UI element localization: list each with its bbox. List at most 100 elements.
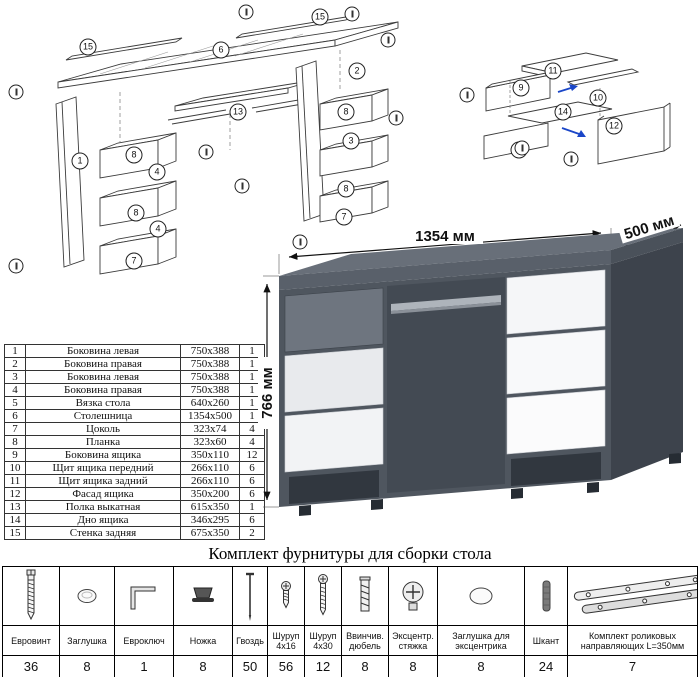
parts-row-number: 13	[4, 500, 26, 514]
hardware-item-qty: 8	[437, 655, 525, 677]
part-callout-15: 15	[311, 8, 329, 26]
cap-icon	[59, 566, 115, 626]
part-callout-8: 8	[125, 146, 143, 164]
drawer-front	[284, 407, 384, 473]
keyboard-tray	[391, 295, 501, 311]
drawer-slides-icon	[567, 566, 698, 626]
hardware-item-qty: 7	[567, 655, 698, 677]
hardware-item-name: Заглушка	[59, 625, 115, 656]
hardware-item-qty: 50	[232, 655, 268, 677]
hardware-item-name: Шкант	[524, 625, 568, 656]
parts-row-name: Щит ящика передний	[25, 461, 181, 475]
plinth	[289, 470, 379, 504]
parts-row-size: 750x388	[180, 370, 240, 384]
cam-lock-icon	[388, 566, 438, 626]
parts-row-number: 5	[4, 396, 26, 410]
parts-row-size: 323x60	[180, 435, 240, 449]
hardware-item-name: Шуруп 4x30	[304, 625, 342, 656]
screw-long-icon	[304, 566, 342, 626]
hardware-callout-icon	[8, 258, 24, 274]
hardware-item-name: Шуруп 4x16	[267, 625, 305, 656]
drawer-front	[506, 329, 606, 395]
part-callout-4: 4	[149, 220, 167, 238]
parts-row-name: Боковина ящика	[25, 448, 181, 462]
part-callout-15: 15	[79, 38, 97, 56]
part-callout-2: 2	[348, 62, 366, 80]
hardware-item-name: Гвоздь	[232, 625, 268, 656]
hardware-callout-icon	[234, 178, 250, 194]
parts-row-number: 4	[4, 383, 26, 397]
parts-row-number: 2	[4, 357, 26, 371]
back-panel	[65, 37, 183, 61]
drawer-front	[284, 287, 384, 353]
left-side-panel	[55, 96, 85, 268]
parts-row-size: 350x110	[180, 448, 240, 462]
hardware-item-name: Эксцентр. стяжка	[388, 625, 438, 656]
part-callout-14: 14	[554, 103, 572, 121]
parts-row-number: 10	[4, 461, 26, 475]
parts-row-size: 350x200	[180, 487, 240, 501]
knee-space	[387, 277, 505, 493]
parts-row-size: 640x260	[180, 396, 240, 410]
parts-row-name: Боковина правая	[25, 357, 181, 371]
drawer-side-panel	[483, 122, 549, 160]
cam-cap-icon	[437, 566, 525, 626]
parts-row-number: 7	[4, 422, 26, 436]
part-callout-13: 13	[229, 103, 247, 121]
part-callout-4: 4	[148, 163, 166, 181]
screw-short-icon	[267, 566, 305, 626]
hardware-item-name: Евровинт	[2, 625, 60, 656]
foot-icon	[173, 566, 233, 626]
parts-row-size: 323x74	[180, 422, 240, 436]
parts-row-number: 15	[4, 526, 26, 540]
parts-row-name: Боковина левая	[25, 370, 181, 384]
exploded-diagram-drawer-drawing	[483, 52, 671, 165]
nail-icon	[232, 566, 268, 626]
parts-row-size: 1354x500	[180, 409, 240, 423]
hardware-item-name: Ввинчив. дюбель	[341, 625, 389, 656]
parts-row-size: 346x295	[180, 513, 240, 527]
assembly-arrow	[561, 127, 583, 136]
hardware-kit-title: Комплект фурнитуры для сборки стола	[208, 544, 492, 563]
parts-row-size: 266x110	[180, 461, 240, 475]
hardware-item-qty: 56	[267, 655, 305, 677]
parts-row-size: 266x110	[180, 474, 240, 488]
keyboard-shelf-panel	[174, 79, 317, 107]
drawer-front-panel	[566, 68, 640, 86]
hardware-callout-icon	[514, 140, 530, 156]
parts-row-number: 3	[4, 370, 26, 384]
parts-row-name: Фасад ящика	[25, 487, 181, 501]
parts-row-name: Столешница	[25, 409, 181, 423]
dimension-height-label: 766 мм	[259, 367, 276, 418]
parts-row-name: Вязка стола	[25, 396, 181, 410]
desk-top-front-edge	[279, 250, 611, 290]
hardware-callout-icon	[198, 144, 214, 160]
hardware-item-qty: 1	[114, 655, 174, 677]
parts-row-name: Стенка задняя	[25, 526, 181, 540]
hardware-callout-icon	[8, 84, 24, 100]
dowel-icon	[524, 566, 568, 626]
parts-row-number: 9	[4, 448, 26, 462]
hardware-item-qty: 8	[341, 655, 389, 677]
parts-row-name: Дно ящика	[25, 513, 181, 527]
part-callout-11: 11	[544, 62, 562, 80]
hardware-item-qty: 24	[524, 655, 568, 677]
part-callout-7: 7	[335, 208, 353, 226]
parts-row-number: 12	[4, 487, 26, 501]
part-callout-10: 10	[589, 89, 607, 107]
hardware-callout-icon	[292, 234, 308, 250]
parts-row-size: 615x350	[180, 500, 240, 514]
part-callout-3: 3	[342, 132, 360, 150]
